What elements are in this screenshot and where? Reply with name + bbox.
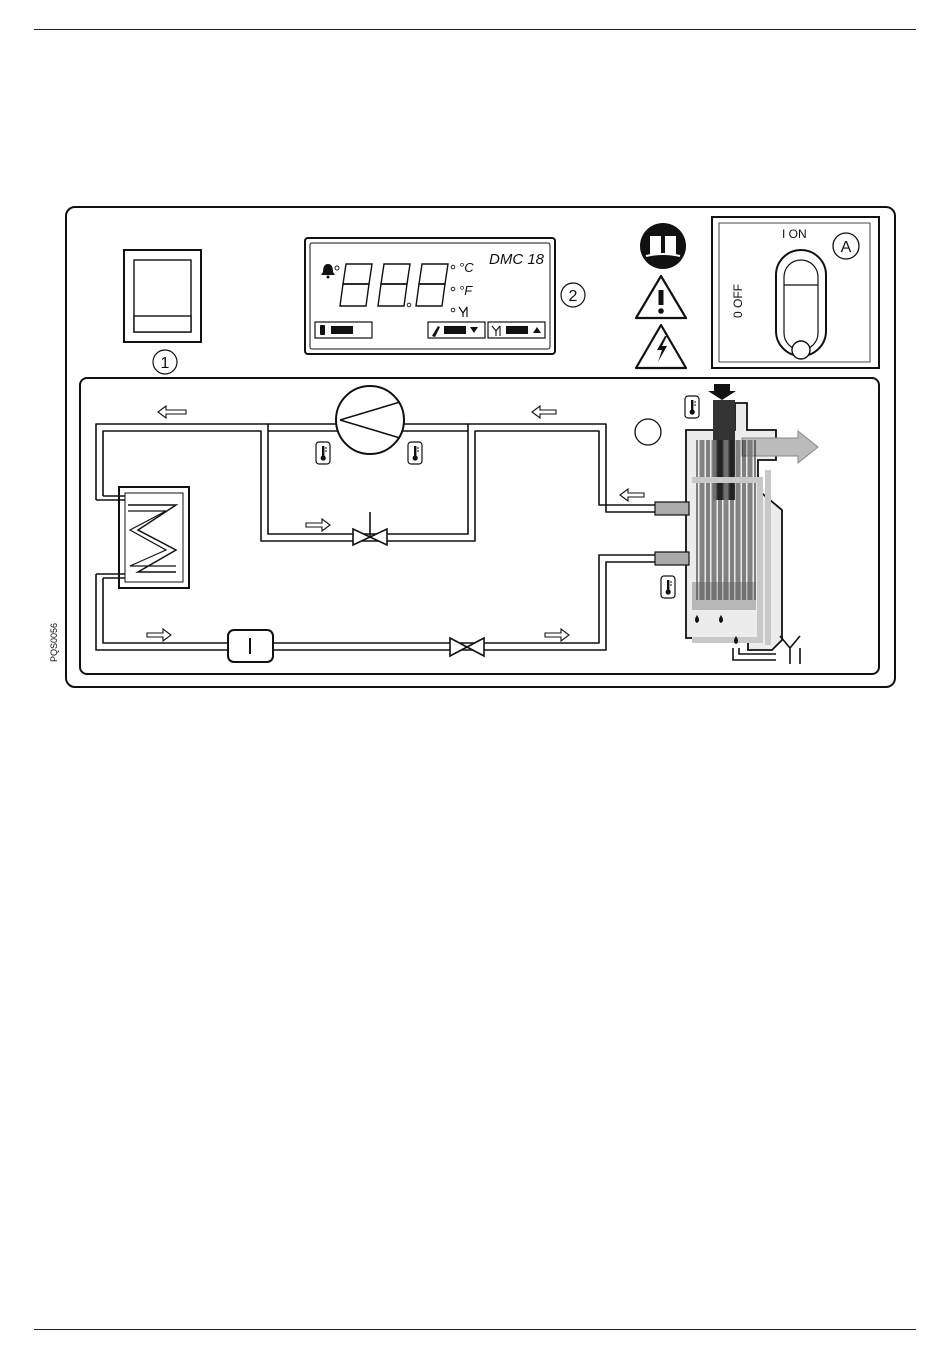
thermometer-icon xyxy=(316,442,330,464)
switch-off-label: 0 OFF xyxy=(731,284,745,318)
unit-fahrenheit: °F xyxy=(459,283,473,298)
switch-on-label: I ON xyxy=(782,227,807,241)
display-model: DMC 18 xyxy=(489,251,545,268)
indicator-dot xyxy=(335,266,339,270)
drain-up-button[interactable] xyxy=(488,322,545,338)
thermometer-button[interactable] xyxy=(315,322,372,338)
thermometer-icon xyxy=(408,442,422,464)
unit-c-led xyxy=(451,265,455,269)
drain-led xyxy=(451,308,455,312)
thermometer-icon xyxy=(661,576,675,598)
main-switch-knob[interactable] xyxy=(776,250,826,359)
unit-f-led xyxy=(451,287,455,291)
callout-2-label: 2 xyxy=(569,288,578,305)
callout-A-label: A xyxy=(841,239,852,256)
unit-celsius: °C xyxy=(459,260,474,275)
figure-code: PQS0056 xyxy=(49,623,59,662)
filter-drier xyxy=(228,630,273,662)
thermometer-icon xyxy=(685,396,699,418)
rocker-switch[interactable] xyxy=(124,250,201,342)
compressor xyxy=(336,386,404,454)
spanner-down-button[interactable] xyxy=(428,322,485,338)
manual-book-icon xyxy=(640,223,686,269)
callout-1-label: 1 xyxy=(161,355,170,372)
decimal-point xyxy=(407,303,411,307)
status-indicator-circle xyxy=(635,419,661,445)
